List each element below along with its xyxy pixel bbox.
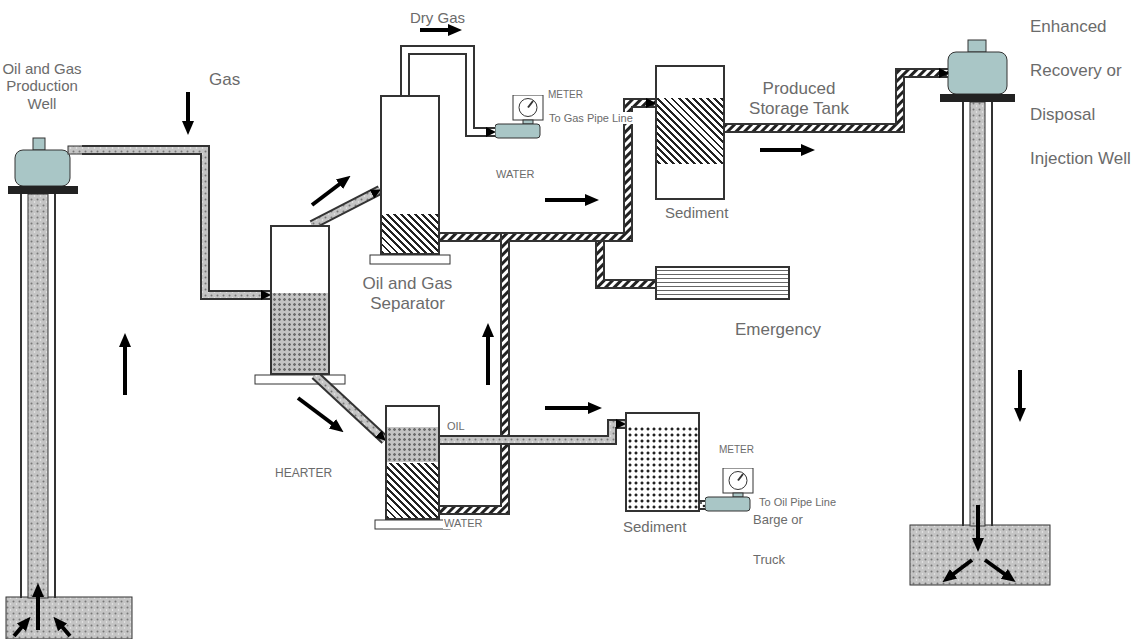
- oil-tank: Sediment: [625, 412, 700, 512]
- node-label: METER: [548, 89, 583, 101]
- flow-arrows: [14, 30, 1020, 636]
- oil-meter: METER: [705, 468, 755, 513]
- meter-symbol: [705, 468, 755, 513]
- node-label: Emergency: [735, 320, 821, 340]
- pipe-label: WATER: [443, 517, 484, 529]
- pipe-label: OIL: [446, 420, 466, 432]
- production-well: [6, 138, 132, 639]
- pipe-connector: [315, 375, 385, 440]
- node-label: Sediment: [665, 204, 728, 221]
- oil-layer: [387, 427, 438, 463]
- free-label: Gas: [208, 70, 241, 90]
- node-label: Sediment: [623, 518, 686, 535]
- pipe-connector: [440, 424, 625, 440]
- node-label: Dry Gas: [410, 9, 465, 26]
- node-label: Produced Storage Tank: [739, 79, 859, 118]
- emergency-pit: Emergency: [655, 266, 790, 300]
- heater-vessel: HEARTER: [385, 405, 440, 520]
- pipe-connector: [725, 73, 948, 128]
- node-label: METER: [719, 444, 754, 456]
- node-label: Oil and Gas Production Well: [2, 60, 82, 112]
- node-label: HEARTER: [275, 467, 332, 481]
- injection-wellhead: Enhanced Recovery or Disposal Injection …: [948, 52, 1007, 94]
- storage-tank: Produced Storage TankSediment: [655, 65, 725, 200]
- pipe-connector: [440, 103, 655, 237]
- production-well: Oil and Gas Production Well: [2, 58, 82, 198]
- pipe-label: WATER: [495, 168, 536, 180]
- pipe-connector: [312, 190, 380, 225]
- water-layer: [387, 463, 438, 519]
- gas-scrubber-vessel: Dry Gas: [380, 95, 440, 255]
- gas-meter: METER: [495, 95, 545, 140]
- free-label: To Gas Pipe Line: [548, 112, 634, 124]
- free-label: Truck: [752, 552, 786, 567]
- injection-well: [910, 40, 1050, 585]
- node-label: Oil and Gas Separator: [350, 274, 465, 313]
- node-label: Enhanced Recovery or Disposal Injection …: [1030, 5, 1142, 181]
- free-label: Barge or: [752, 512, 804, 527]
- pipe-connector: [440, 237, 655, 284]
- pipe-connector: [700, 505, 705, 506]
- separator-vessel: Oil and Gas Separator: [270, 225, 330, 375]
- pipe-connector: [440, 103, 655, 510]
- pipe-connector: [82, 150, 270, 295]
- free-label: To Oil Pipe Line: [758, 496, 837, 508]
- meter-symbol: [495, 95, 545, 140]
